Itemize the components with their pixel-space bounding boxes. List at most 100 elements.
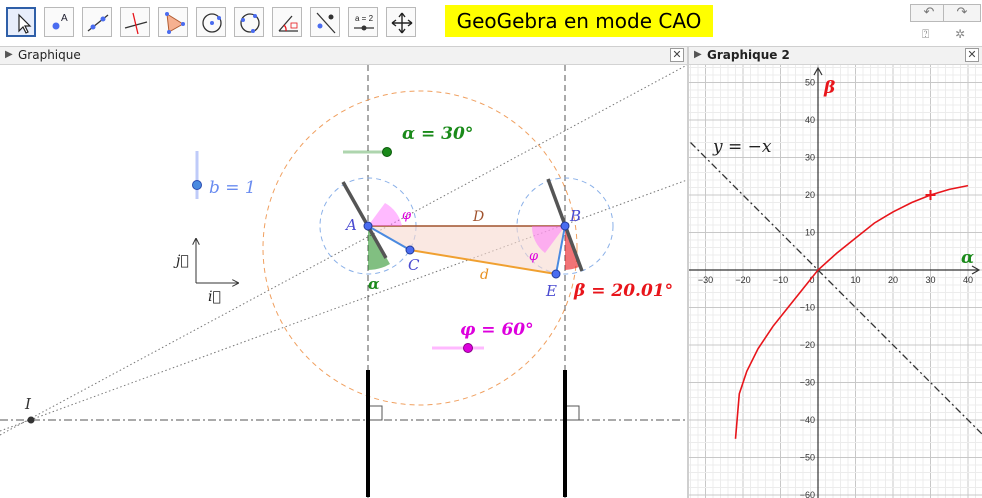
x-axis-label: α (961, 248, 974, 268)
circle-three-points-tool-icon (240, 13, 260, 33)
x-axis-arrow (971, 265, 981, 275)
y-tick-label: −20 (800, 340, 815, 350)
circle-center-point-tool-icon (202, 13, 222, 33)
point-a[interactable] (363, 221, 373, 231)
y-tick-label: 20 (805, 190, 815, 200)
graphics-panel-title: Graphique (18, 48, 81, 62)
phi-angle-label-b: φ (529, 249, 539, 264)
gear-icon[interactable]: ✲ (955, 27, 966, 41)
alpha-slider-label: α = 30° (402, 124, 473, 144)
y-tick-label: −50 (800, 453, 815, 463)
x-tick-label: −20 (735, 275, 750, 285)
segment-be (555, 225, 566, 275)
segment-D-label: D (472, 209, 484, 225)
reflect-tool-button[interactable] (310, 7, 340, 37)
slider-tool-button[interactable]: a = 2 (348, 7, 378, 37)
move-view-tool-button[interactable] (386, 7, 416, 37)
move-view-tool-icon (391, 12, 413, 34)
x-tick-label: −30 (698, 275, 713, 285)
polygon-tool-icon (165, 12, 185, 34)
y-tick-label: −40 (800, 415, 815, 425)
axes (689, 66, 981, 498)
vector-i-label: i⃗ (208, 289, 221, 305)
slider-tool-icon: a = 2 (354, 14, 374, 31)
line-tool-button[interactable] (82, 7, 112, 37)
point-e[interactable] (551, 269, 561, 279)
marked-point[interactable] (925, 189, 936, 200)
banner-title: GeoGebra en mode CAO (445, 5, 713, 37)
graphics2-panel-title: Graphique 2 (707, 48, 790, 62)
expand-triangle-icon[interactable]: ▶ (5, 49, 13, 60)
circle-center-point-tool-button[interactable] (196, 7, 226, 37)
reflect-tool-icon (316, 12, 336, 34)
y-tick-label: −30 (800, 378, 815, 388)
graphics-panel-header: ▶ Graphique ✕ (0, 47, 687, 65)
phi-slider-label: φ = 60° (460, 320, 534, 340)
y-axis-arrow (813, 66, 823, 76)
segment-d-label: d (480, 267, 489, 283)
line-tool-icon (87, 14, 109, 32)
help-icon[interactable]: ⍰ (922, 27, 930, 41)
redo-button[interactable]: ↷ (943, 4, 981, 22)
y-tick-label: −60 (800, 490, 815, 498)
x-tick-label: 30 (925, 275, 935, 285)
point-tool-button[interactable]: A (44, 7, 74, 37)
expand-triangle-icon[interactable]: ▶ (694, 49, 702, 60)
move-tool-icon (18, 13, 32, 34)
undo-button[interactable]: ↶ (910, 4, 948, 22)
point-b-label: B (569, 207, 581, 225)
y-tick-label: 10 (805, 228, 815, 238)
close-icon[interactable]: ✕ (965, 48, 979, 62)
y-tick-label: 50 (805, 78, 815, 88)
right-angle-mark (564, 405, 580, 421)
svg-text:a = 2: a = 2 (355, 14, 374, 23)
undo-icon: ↶ (923, 5, 935, 20)
orange-circle (262, 90, 578, 406)
circle-three-points-tool-button[interactable] (234, 7, 264, 37)
y-tick-label: 40 (805, 115, 815, 125)
point-i-label: I (24, 395, 32, 413)
point-a-label: A (344, 216, 357, 234)
x-tick-label: 0 (809, 275, 814, 285)
point-e-label: E (545, 282, 557, 300)
angle-tool-button[interactable] (272, 7, 302, 37)
construction-line (0, 179, 687, 432)
graphics-view[interactable]: i⃗ j⃗ α = 30° b = 1 φ = 60° β = 20.01° α… (0, 65, 687, 498)
series-line (734, 184, 969, 439)
right-angle-mark (367, 405, 383, 421)
svg-text:A: A (61, 13, 68, 24)
perpendicular-line-tool-icon (124, 12, 148, 35)
panel-divider[interactable] (687, 46, 689, 498)
point-tool-icon: A (52, 13, 68, 30)
redo-icon: ↷ (956, 5, 968, 20)
alpha-slider-handle[interactable] (382, 147, 392, 157)
segment-d-lower (409, 249, 557, 275)
x-tick-label: 10 (850, 275, 860, 285)
move-tool-button[interactable] (6, 7, 36, 37)
point-c-label: C (408, 256, 420, 274)
y-tick-label: −10 (800, 303, 815, 313)
y-axis-label: β (823, 78, 835, 98)
circle-b (516, 177, 614, 275)
vector-j-label: j⃗ (173, 253, 189, 269)
beta-value-label: β = 20.01° (573, 281, 673, 301)
close-icon[interactable]: ✕ (670, 48, 684, 62)
phi-angle-label-a: φ (402, 208, 412, 223)
b-slider-handle[interactable] (192, 180, 202, 190)
phi-angle-sector-b (531, 226, 565, 253)
polygon-tool-button[interactable] (158, 7, 188, 37)
point-i[interactable] (27, 416, 35, 424)
angle-tool-icon (278, 15, 298, 32)
phi-slider-handle[interactable] (463, 343, 473, 353)
graphics2-panel-header: ▶ Graphique 2 ✕ (689, 47, 982, 65)
point-c[interactable] (405, 245, 415, 255)
perpendicular-line-tool-button[interactable] (120, 7, 150, 37)
rod-a (341, 181, 388, 259)
phi-angle-sector-a (368, 203, 402, 226)
point-b[interactable] (560, 221, 570, 231)
plot-layer (690, 142, 982, 439)
construction-line (0, 65, 687, 436)
